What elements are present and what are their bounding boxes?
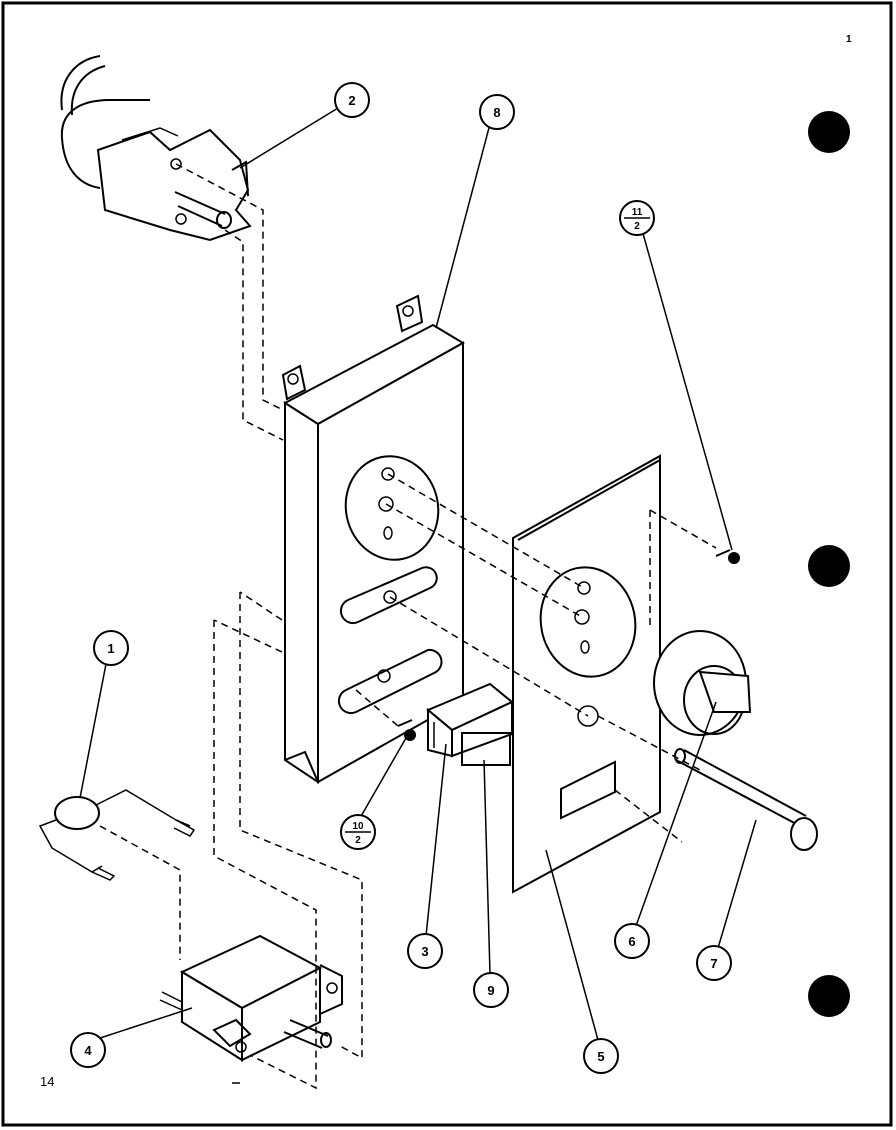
leader-lines <box>79 107 757 1041</box>
corner-mark: 1 <box>846 34 852 45</box>
svg-text:5: 5 <box>597 1049 604 1064</box>
svg-text:2: 2 <box>348 93 355 108</box>
binder-hole <box>808 975 850 1017</box>
screw-10 <box>397 719 416 741</box>
part-6-knob <box>653 630 752 736</box>
screw-11 <box>715 549 740 564</box>
svg-text:1: 1 <box>107 641 114 656</box>
callout-8: 8 <box>479 94 515 130</box>
callout-4: 4 <box>70 1032 106 1068</box>
alignment-lines <box>99 163 717 1090</box>
callout-7: 7 <box>696 945 732 981</box>
svg-text:11: 11 <box>632 207 643 218</box>
svg-text:3: 3 <box>421 944 428 959</box>
callout-1: 1 <box>93 630 129 666</box>
svg-text:10: 10 <box>352 821 364 832</box>
svg-text:2: 2 <box>355 835 361 846</box>
part-8-bracket-housing <box>281 294 465 784</box>
page-number: 14 <box>40 1074 54 1089</box>
svg-text:9: 9 <box>487 983 494 998</box>
svg-text:8: 8 <box>493 105 500 120</box>
callout-2: 2 <box>334 82 370 118</box>
part-2-motor <box>60 55 252 242</box>
binder-hole <box>808 545 850 587</box>
part-7-shaft <box>674 748 818 851</box>
svg-text:2: 2 <box>634 221 640 232</box>
svg-text:7: 7 <box>710 956 717 971</box>
binder-hole <box>808 111 850 153</box>
callout-6: 6 <box>614 923 650 959</box>
svg-text:6: 6 <box>628 934 635 949</box>
svg-text:4: 4 <box>84 1043 92 1058</box>
part-4-relay <box>159 934 343 1062</box>
callout-11-2: 11 2 <box>619 200 655 236</box>
callout-3: 3 <box>407 933 443 969</box>
callout-5: 5 <box>583 1038 619 1074</box>
part-1-sensor <box>38 789 196 881</box>
callout-10-2: 10 2 <box>340 814 376 850</box>
callout-9: 9 <box>473 972 509 1008</box>
part-3-switch <box>426 682 514 766</box>
part-5-control-panel <box>512 454 661 894</box>
